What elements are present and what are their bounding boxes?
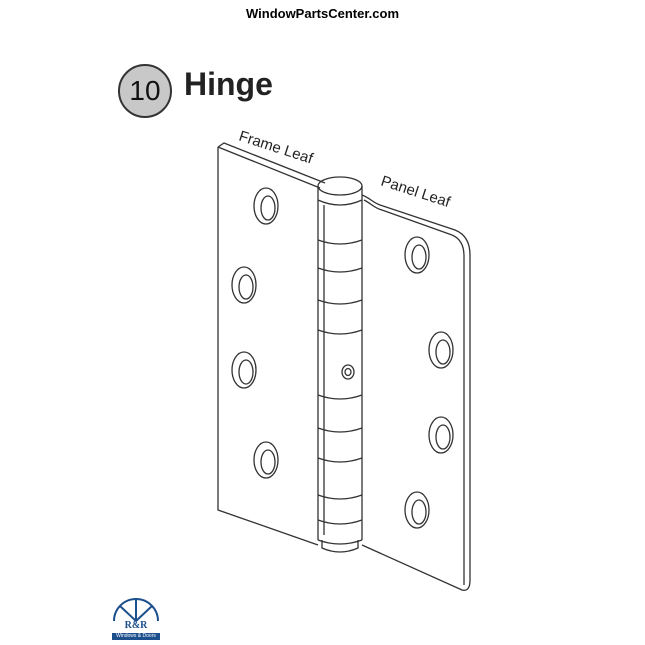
screw-holes [231, 187, 454, 529]
part-title: Hinge [184, 66, 273, 102]
hole [428, 416, 454, 454]
panel-leaf [361, 194, 471, 591]
logo-subtitle: Windows & Doors [112, 633, 160, 640]
hole [404, 491, 430, 529]
panel-leaf-label: Panel Leaf [379, 173, 453, 212]
hole [253, 441, 279, 479]
frame-leaf [217, 142, 326, 546]
hole [404, 236, 430, 274]
hole [253, 187, 279, 225]
hole [428, 331, 454, 369]
logo-arch-icon [113, 598, 159, 622]
part-number-badge: 10 [118, 64, 172, 118]
site-name: WindowPartsCenter.com [245, 6, 400, 21]
frame-leaf-label: Frame Leaf [237, 128, 316, 168]
logo-text: R&R [124, 620, 148, 631]
hinge-knuckle [317, 176, 363, 553]
hole [231, 266, 257, 304]
hole [231, 351, 257, 389]
set-screw [341, 364, 355, 380]
